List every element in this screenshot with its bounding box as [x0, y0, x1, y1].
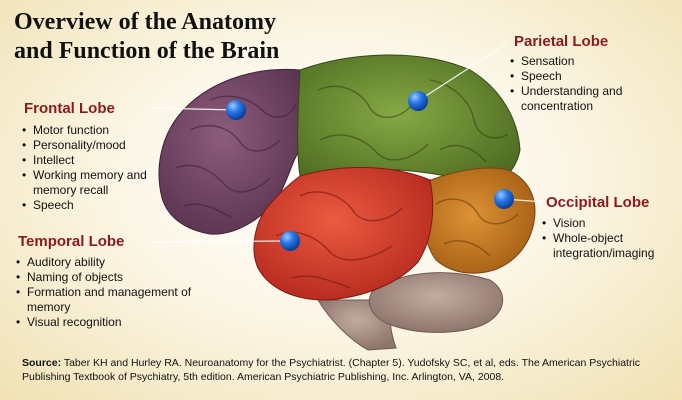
frontal-leader-line: [151, 107, 237, 111]
occipital-lobe-title: Occipital Lobe: [546, 194, 650, 211]
parietal-lobe-list: Sensation Speech Understanding and conce…: [510, 54, 660, 114]
list-item: Whole-object integration/imaging: [542, 231, 671, 261]
list-item: Personality/mood: [22, 138, 192, 153]
list-item: Motor function: [22, 123, 192, 138]
frontal-lobe-list: Motor function Personality/mood Intellec…: [22, 123, 192, 213]
list-item: Auditory ability: [16, 255, 212, 270]
list-item: Sensation: [510, 54, 660, 69]
list-item: Understanding and concentration: [510, 84, 651, 114]
list-item: Intellect: [22, 153, 192, 168]
list-item: Working memory and memory recall: [22, 168, 163, 198]
list-item: Speech: [22, 198, 192, 213]
parietal-leader-line: [417, 43, 507, 102]
occipital-marker-icon: [494, 189, 514, 209]
occipital-gyri: [435, 198, 519, 257]
leader-lines: [149, 43, 545, 243]
parietal-gyri: [317, 79, 509, 163]
list-item: Vision: [542, 216, 674, 231]
occipital-lobe-region: [419, 167, 536, 274]
temporal-lobe-title: Temporal Lobe: [18, 233, 125, 250]
temporal-leader-line: [149, 240, 291, 243]
parietal-lobe-title: Parietal Lobe: [514, 33, 609, 50]
source-citation: Source: Taber KH and Hurley RA. Neuroana…: [22, 356, 662, 384]
list-item: Speech: [510, 69, 660, 84]
temporal-lobe-region: [253, 167, 434, 301]
temporal-marker-icon: [280, 231, 300, 251]
source-label: Source:: [22, 357, 62, 369]
list-item: Naming of objects: [16, 270, 212, 285]
cerebellum: [368, 272, 504, 333]
title-line-1: Overview of the Anatomy: [14, 9, 276, 35]
occipital-lobe-list: Vision Whole-object integration/imaging: [542, 216, 674, 261]
source-text: Taber KH and Hurley RA. Neuroanatomy for…: [22, 357, 641, 383]
parietal-marker-icon: [408, 91, 428, 111]
temporal-lobe-list: Auditory ability Naming of objects Forma…: [16, 255, 212, 330]
page-title: Overview of the Anatomy and Function of …: [14, 8, 334, 66]
list-item: Formation and management of memory: [16, 285, 212, 315]
frontal-lobe-title: Frontal Lobe: [24, 100, 115, 117]
parietal-lobe-region: [297, 54, 521, 187]
frontal-marker-icon: [226, 100, 246, 120]
list-item: Visual recognition: [16, 315, 212, 330]
title-line-2: and Function of the Brain: [14, 38, 280, 64]
